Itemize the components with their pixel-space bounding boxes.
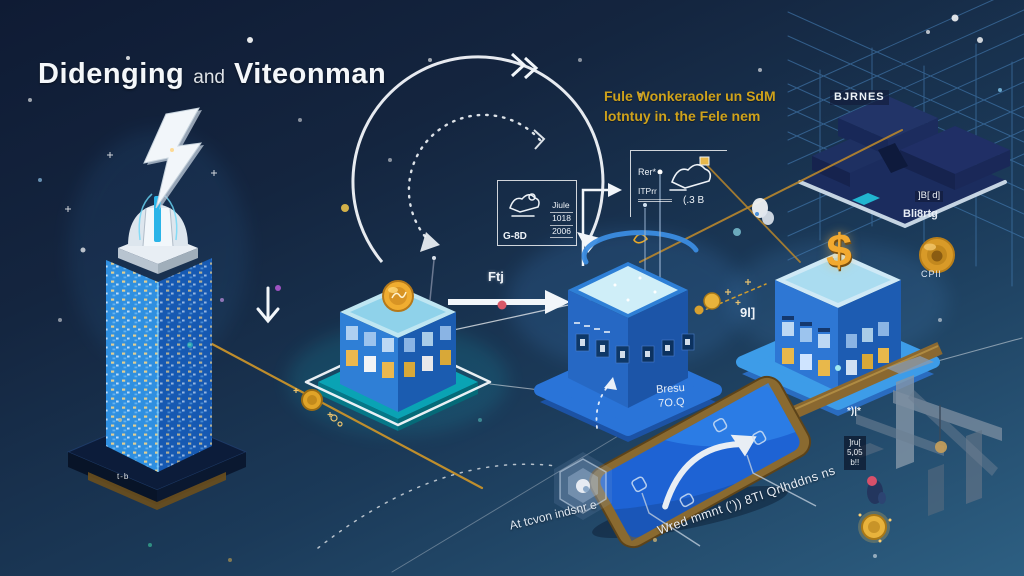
rooftop-pool <box>578 266 678 314</box>
coin-trail-glyph: 9l] <box>740 305 756 320</box>
crane-label: *)|* <box>847 406 861 417</box>
crane-chip: ]ru[ 5,05 b!! <box>844 436 866 470</box>
rule-panel-row-2: 1018 <box>550 213 573 226</box>
circular-flow-arrow <box>351 52 622 266</box>
red-dot <box>497 300 507 310</box>
flow-arrow-label: Ftj <box>488 269 504 284</box>
rule-panel: G-8D Jiule 1018 2006 <box>497 180 577 246</box>
rule-panel-row-1: Jiule <box>550 200 573 213</box>
title-word-1: Didenging <box>38 58 185 90</box>
crane-chip-line-3: b!! <box>850 458 860 467</box>
ree-panel-rows: ITPrr <box>638 186 672 202</box>
wireframe-chip-1: ]B[ d] <box>915 190 944 202</box>
page-title: Didenging and Viteonman <box>38 58 386 91</box>
wireframe-label: BJRNES <box>830 90 889 105</box>
central-building-windows <box>574 322 695 364</box>
screen-icons <box>631 417 767 508</box>
pool-sparkles <box>613 276 657 302</box>
title-word-2: Viteonman <box>233 58 387 90</box>
rooftop-coin-icon <box>382 280 414 312</box>
tower-gold-rim <box>88 472 226 510</box>
phone-top-label: Bresu 7O.Q <box>635 380 707 413</box>
ree-panel: Rer* ITPrr (.3 B <box>630 150 727 217</box>
central-building <box>534 169 722 442</box>
dashed-paths <box>317 377 617 549</box>
rule-panel-corner-label: G-8D <box>503 230 527 242</box>
tower-base-mark: t-b <box>117 472 130 481</box>
rule-panel-rows: Jiule 1018 2006 <box>550 200 573 239</box>
horizontal-flow-arrow <box>448 290 570 314</box>
rule-panel-row-3: 2006 <box>550 226 573 239</box>
ree-panel-value: (.3 B <box>683 195 705 206</box>
coin-trail <box>694 198 774 315</box>
title-conjunction: and <box>193 67 225 88</box>
phone-callout-brackets <box>641 454 817 547</box>
dollar-sign: $ <box>825 222 853 278</box>
ree-panel-tag: Rer* <box>638 167 657 177</box>
bokeh-dots <box>28 14 1002 562</box>
crane-chip-line-1: ]ru[ <box>849 438 861 447</box>
wireframe-structure <box>787 0 1024 287</box>
dark-slab-platform <box>798 96 1010 229</box>
hexagon-badge-icon <box>554 452 612 520</box>
rose-coin-label: CPll <box>921 269 942 279</box>
subtitle-line-2: lotntuy in. the Fele nem <box>604 108 761 124</box>
left-tower <box>66 107 248 510</box>
middle-building-windows <box>346 326 451 378</box>
crane-structure <box>835 356 1002 543</box>
rose-coin-icon <box>919 237 955 273</box>
down-arrow <box>256 286 280 324</box>
wire-coin <box>293 388 343 427</box>
miner-character <box>858 476 892 543</box>
middle-building <box>304 256 492 431</box>
right-building-windows <box>782 316 889 376</box>
ree-panel-hand-icon <box>669 156 712 191</box>
screen-swipe-arrow <box>662 441 744 510</box>
rule-panel-hand-icon <box>509 193 540 217</box>
subtitle-line-1: Fule Wonkeraoler un SdM <box>604 88 776 104</box>
crane-chip-line-2: 5,05 <box>847 448 863 457</box>
wireframe-chip-2: Bli8rtg <box>903 208 938 220</box>
lightning-bolt-icon <box>143 107 204 210</box>
subtitle-text: Fule Wonkeraoler un SdM lotntuy in. the … <box>604 86 844 126</box>
dome-arc <box>581 230 699 265</box>
right-building <box>736 252 940 416</box>
